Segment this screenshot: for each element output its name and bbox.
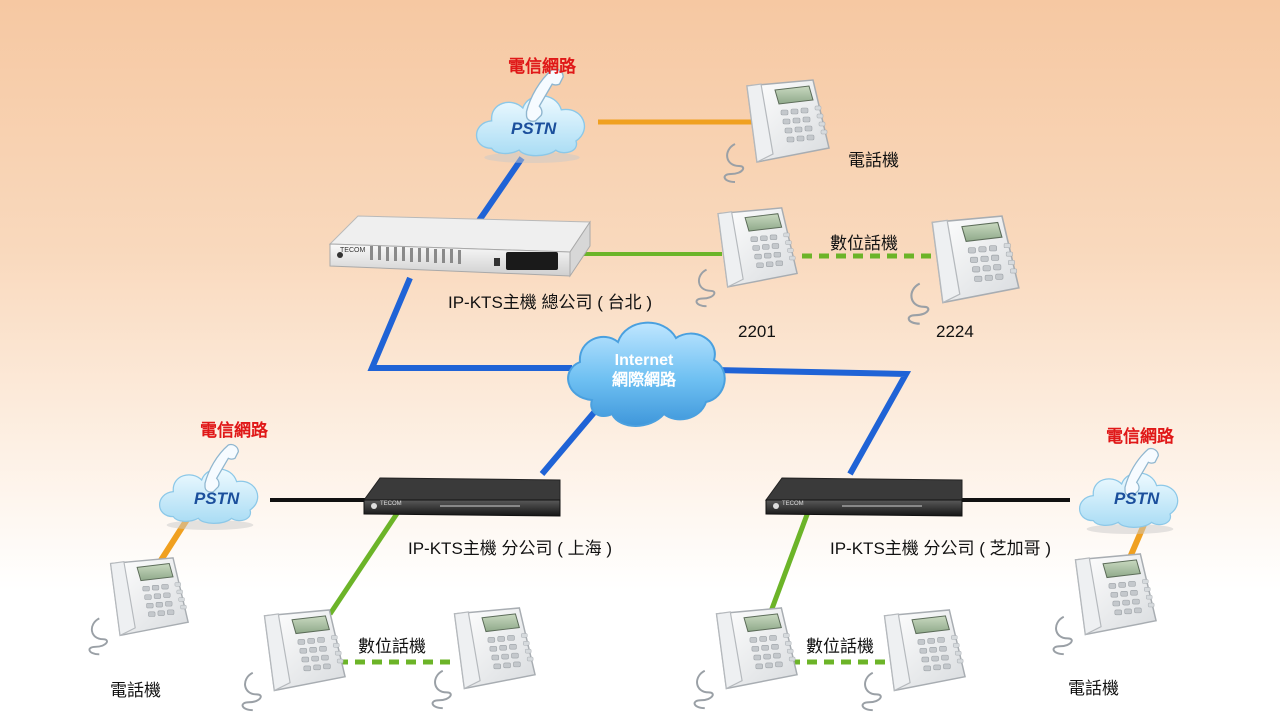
internet-label-zh: 網際網路: [611, 372, 676, 389]
chicago-server: [765, 477, 963, 517]
shanghai-server-to-digital-phone-link: [327, 510, 401, 616]
hq-server-label: IP-KTS主機 總公司 ( 台北 ): [448, 293, 652, 312]
hq-ext-2201: 2201: [738, 322, 776, 341]
hq-phone-caption: 電話機: [848, 151, 899, 170]
shanghai-pstn-cloud: [158, 443, 259, 531]
internet-cloud: [567, 321, 726, 427]
hq-server-to-internet-link: [367, 276, 572, 371]
internet-to-chicago-link: [713, 367, 912, 476]
shanghai-server: [363, 477, 561, 517]
shanghai-server-brand: TECOM: [380, 501, 402, 507]
shanghai-digital-phone-1: [241, 608, 347, 712]
chicago-digital-phone-1: [693, 606, 799, 710]
chicago-server-brand: TECOM: [782, 501, 804, 507]
internet-label-en: Internet: [614, 352, 674, 369]
shanghai-analog-phone: [88, 556, 190, 656]
hq-server: [328, 215, 591, 278]
hq-pstn-label: PSTN: [511, 119, 557, 138]
chicago-server-label: IP-KTS主機 分公司 ( 芝加哥 ): [830, 539, 1051, 558]
shanghai-digital-caption: 數位話機: [358, 637, 426, 656]
hq-digital-phone-2224: [907, 215, 1020, 325]
hq-digital-phone-2201: [695, 206, 799, 308]
chicago-analog-phone: [1052, 552, 1158, 656]
shanghai-digital-phone-2: [431, 606, 537, 710]
shanghai-phone-caption: 電話機: [110, 681, 161, 700]
chicago-phone-caption: 電話機: [1068, 679, 1119, 698]
chicago-pstn-label: PSTN: [1114, 489, 1160, 508]
chicago-server-to-digital-phone-link: [767, 511, 811, 615]
hq-pstn-to-server-link: [475, 156, 525, 224]
hq-digital-caption: 數位話機: [830, 234, 898, 253]
chicago-pstn-caption: 電信網路: [1106, 427, 1174, 446]
chicago-digital-caption: 數位話機: [806, 637, 874, 656]
hq-ext-2224: 2224: [936, 322, 974, 341]
internet-label: Internet 網際網路: [598, 351, 690, 391]
hq-pstn-cloud: [475, 68, 586, 164]
shanghai-pstn-caption: 電信網路: [200, 421, 268, 440]
hq-analog-phone: [723, 78, 831, 184]
shanghai-server-label: IP-KTS主機 分公司 ( 上海 ): [408, 539, 612, 558]
hq-server-brand: TECOM: [340, 247, 366, 254]
hq-pstn-caption: 電信網路: [508, 57, 576, 76]
shanghai-pstn-label: PSTN: [194, 489, 240, 508]
